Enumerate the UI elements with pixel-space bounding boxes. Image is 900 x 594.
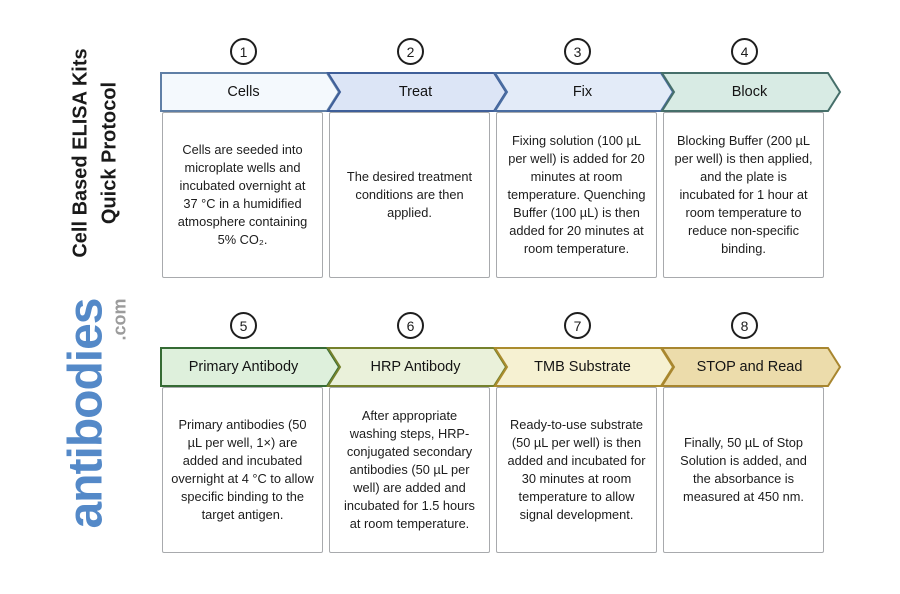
step-number: 1 (239, 43, 248, 60)
step-arrow-icon (660, 72, 842, 112)
step-description-box: Fixing solution (100 µL per well) is add… (496, 112, 657, 278)
step-label: TMB Substrate (534, 359, 631, 375)
step-description-box: Blocking Buffer (200 µL per well) is the… (663, 112, 824, 278)
step-number: 8 (740, 317, 749, 334)
step-number-badge: 8 (731, 312, 758, 339)
step-description: Finally, 50 µL of Stop Solution is added… (680, 435, 807, 504)
protocol-step: 1 Cells Cells are seeded into microplate… (160, 0, 341, 594)
step-description: After appropriate washing steps, HRP-con… (344, 408, 475, 531)
protocol-flow: 1 Cells Cells are seeded into microplate… (160, 0, 860, 594)
step-label: Treat (398, 84, 433, 100)
step-number-badge: 2 (397, 38, 424, 65)
page-title-line2: Quick Protocol (99, 81, 122, 225)
arrow-chevron-shape (660, 347, 842, 387)
step-description: Fixing solution (100 µL per well) is add… (507, 133, 646, 256)
step-description: Blocking Buffer (200 µL per well) is the… (674, 133, 813, 256)
brand-name: antibodies (59, 297, 113, 529)
step-number-badge: 7 (564, 312, 591, 339)
step-description-box: Ready-to-use substrate (50 µL per well) … (496, 387, 657, 553)
step-number: 3 (573, 43, 582, 60)
arrow-chevron-shape (660, 72, 842, 112)
brand-logo-text: antibodies .com (59, 297, 130, 529)
step-arrow-icon (660, 347, 842, 387)
step-label: HRP Antibody (370, 359, 461, 375)
protocol-step: 4 Block Blocking Buffer (200 µL per well… (660, 0, 842, 594)
step-number: 7 (573, 317, 582, 334)
protocol-step: 5 Primary Antibody Primary antibodies (5… (160, 0, 341, 594)
step-label: Primary Antibody (188, 359, 299, 375)
step-number: 6 (406, 317, 415, 334)
step-label: STOP and Read (696, 359, 803, 375)
vertical-title: Cell Based ELISA Kits Quick Protocol (56, 36, 136, 270)
page-title-line1: Cell Based ELISA Kits (70, 48, 93, 258)
step-description: Ready-to-use substrate (50 µL per well) … (507, 417, 646, 522)
step-label: Block (731, 84, 768, 100)
step-number-badge: 5 (230, 312, 257, 339)
step-description-box: Cells are seeded into microplate wells a… (162, 112, 323, 278)
step-description-box: The desired treatment conditions are the… (329, 112, 490, 278)
step-number-badge: 1 (230, 38, 257, 65)
step-number: 2 (406, 43, 415, 60)
step-number: 4 (740, 43, 749, 60)
step-description: Cells are seeded into microplate wells a… (177, 142, 308, 247)
step-number-badge: 4 (731, 38, 758, 65)
step-description: Primary antibodies (50 µL per well, 1×) … (171, 417, 314, 522)
brand-domain-suffix: .com (109, 297, 130, 340)
protocol-step: 2 Treat The desired treatment conditions… (326, 0, 508, 594)
step-number: 5 (239, 317, 248, 334)
step-label: Cells (227, 84, 260, 100)
brand-logo: antibodies .com (38, 266, 134, 560)
protocol-step: 3 Fix Fixing solution (100 µL per well) … (493, 0, 675, 594)
protocol-step: 7 TMB Substrate Ready-to-use substrate (… (493, 0, 675, 594)
protocol-step: 6 HRP Antibody After appropriate washing… (326, 0, 508, 594)
step-description: The desired treatment conditions are the… (346, 169, 473, 220)
step-description-box: Primary antibodies (50 µL per well, 1×) … (162, 387, 323, 553)
step-number-badge: 6 (397, 312, 424, 339)
step-label: Fix (572, 84, 593, 100)
page-title: Cell Based ELISA Kits Quick Protocol (67, 48, 125, 257)
step-number-badge: 3 (564, 38, 591, 65)
step-description-box: After appropriate washing steps, HRP-con… (329, 387, 490, 553)
step-description-box: Finally, 50 µL of Stop Solution is added… (663, 387, 824, 553)
protocol-step: 8 STOP and Read Finally, 50 µL of Stop S… (660, 0, 842, 594)
